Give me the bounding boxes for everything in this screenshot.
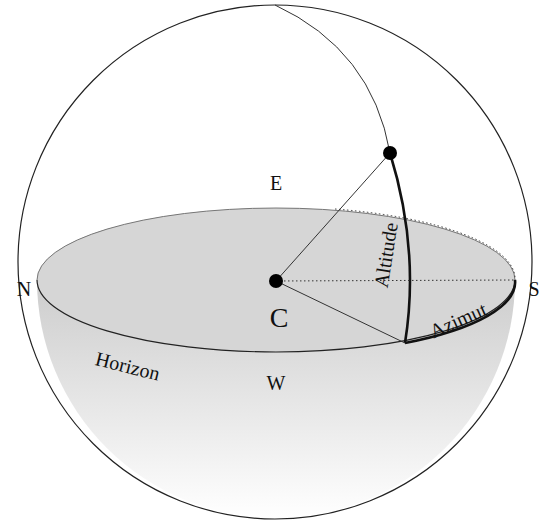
horizon-back bbox=[37, 208, 515, 280]
line-to-star bbox=[276, 153, 390, 281]
line-to-foot bbox=[276, 281, 405, 343]
direction-label: S bbox=[528, 279, 539, 299]
vertical-circle bbox=[275, 5, 390, 153]
direction-label: N bbox=[17, 279, 31, 299]
center-label: C bbox=[270, 304, 289, 332]
sphere-outline bbox=[18, 5, 532, 519]
horizon-front bbox=[37, 280, 515, 352]
azimuth-arc bbox=[405, 280, 515, 343]
star-point bbox=[383, 146, 397, 160]
lower-hemisphere bbox=[37, 208, 515, 518]
direction-label: W bbox=[267, 373, 286, 393]
horizon-plane bbox=[37, 208, 515, 352]
direction-label: E bbox=[270, 173, 282, 193]
line-to-south bbox=[276, 280, 515, 281]
center-point bbox=[269, 274, 283, 288]
horizon-dotted bbox=[335, 209, 515, 280]
